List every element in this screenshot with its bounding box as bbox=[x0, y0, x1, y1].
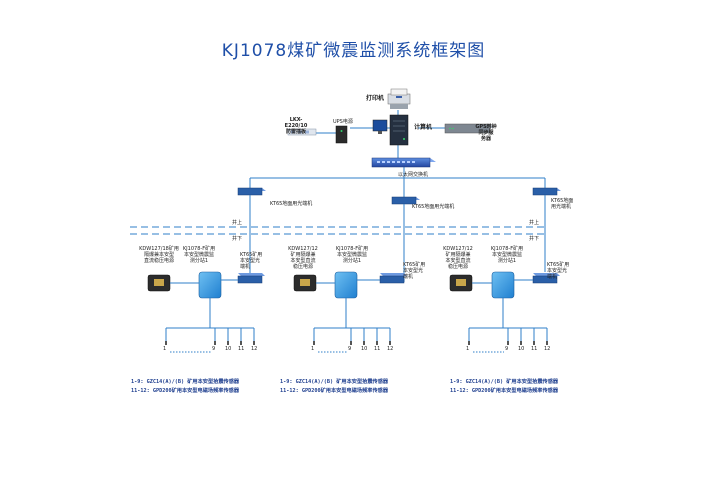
substation-label: KJ1078-F矿用 本安型微震监 测分站1 bbox=[335, 246, 369, 264]
gps-server-label: GPS时钟 同步服 务器 bbox=[475, 124, 497, 142]
computer-label: 计算机 bbox=[414, 124, 433, 131]
lightning-board-icon bbox=[287, 128, 317, 136]
sensor-number-1: 1 bbox=[466, 346, 470, 352]
power-supply-panel bbox=[456, 279, 466, 286]
power-supply-label: KDW127/12 矿用隔爆兼 本安型直流 稳压电源 bbox=[288, 246, 318, 270]
substation-icon bbox=[198, 271, 222, 299]
sensor-number-11: 11 bbox=[238, 346, 245, 352]
legend-em-sensors: 11-12: GPD200矿用本安型电磁场频率传感器 bbox=[131, 388, 240, 394]
legend-seismic-sensors: 1-9: GZC14(A)/(B) 矿用本安型拾震传感器 bbox=[131, 379, 240, 385]
underground-label-right: 井下 bbox=[529, 236, 540, 242]
boundary-lines bbox=[130, 226, 548, 235]
surface-optic-mid-label: KT65地面用光端机 bbox=[412, 204, 455, 210]
ups-icon bbox=[335, 125, 348, 144]
sensor-number-11: 11 bbox=[531, 346, 538, 352]
underground-optic-label: KT65矿用 本安型光 端机 bbox=[547, 262, 570, 280]
printer-icon bbox=[387, 88, 411, 109]
top-links bbox=[249, 110, 546, 197]
surface-label-left: 井上 bbox=[232, 220, 243, 226]
power-supply-label: KDW127/18矿用 隔爆兼本安型 直流稳压电源 bbox=[139, 246, 179, 264]
underground-group-2 bbox=[293, 271, 407, 353]
lightning-board-label: LKX- E220/10 防雷插板 bbox=[284, 117, 308, 135]
legend-seismic-sensors: 1-9: GZC14(A)/(B) 矿用本安型拾震传感器 bbox=[450, 379, 559, 385]
fiber-lines bbox=[249, 195, 546, 282]
ups-label: UPS电源 bbox=[333, 119, 353, 125]
underground-optic-label: KT65矿用 本安型光 端机 bbox=[403, 262, 426, 280]
sensor-number-1: 1 bbox=[311, 346, 315, 352]
surface-optic-right bbox=[532, 187, 561, 196]
underground-group-3 bbox=[449, 271, 560, 353]
underground-optic-icon bbox=[237, 275, 263, 284]
sensor-number-9: 9 bbox=[505, 346, 509, 352]
sensor-number-1: 1 bbox=[163, 346, 167, 352]
sensor-number-12: 12 bbox=[544, 346, 551, 352]
printer-label: 打印机 bbox=[366, 95, 385, 102]
power-supply-panel bbox=[300, 279, 310, 286]
underground-optic-label: KT65矿用 本安型光 端机 bbox=[240, 252, 263, 270]
sensor-number-10: 10 bbox=[518, 346, 525, 352]
underground-groups bbox=[147, 271, 560, 353]
gps-server-icon bbox=[444, 123, 494, 134]
power-supply-panel bbox=[154, 279, 164, 286]
underground-optic-icon bbox=[379, 275, 405, 284]
surface-label-right: 井上 bbox=[529, 220, 540, 226]
underground-label-left: 井下 bbox=[232, 236, 243, 242]
underground-group-1 bbox=[147, 271, 265, 353]
substation-icon bbox=[334, 271, 358, 299]
sensor-number-10: 10 bbox=[361, 346, 368, 352]
surface-optic-mid bbox=[391, 196, 420, 205]
surface-optic-right-label: KT65地面 用光端机 bbox=[551, 198, 574, 210]
server-icon bbox=[389, 114, 409, 146]
surface-optic-left bbox=[237, 187, 266, 196]
legend-seismic-sensors: 1-9: GZC14(A)/(B) 矿用本安型拾震传感器 bbox=[280, 379, 389, 385]
legend-em-sensors: 11-12: GPD200矿用本安型电磁场频率传感器 bbox=[280, 388, 389, 394]
substation-label: KJ1078-F矿用 本安型微震监 测分站1 bbox=[490, 246, 524, 264]
sensor-number-12: 12 bbox=[251, 346, 258, 352]
sensor-number-12: 12 bbox=[387, 346, 394, 352]
legend-em-sensors: 11-12: GPD200矿用本安型电磁场频率传感器 bbox=[450, 388, 559, 394]
sensor-number-9: 9 bbox=[212, 346, 216, 352]
substation-icon bbox=[491, 271, 515, 299]
substation-label: KJ1078-F矿用 本安型微震监 测分站1 bbox=[182, 246, 216, 264]
power-supply-label: KDW127/12 矿用隔爆兼 本安型直流 稳压电源 bbox=[443, 246, 473, 270]
surface-optic-left-label: KT65地面用光端机 bbox=[270, 201, 313, 207]
sensor-number-9: 9 bbox=[348, 346, 352, 352]
ethernet-switch-label: 以太网交换机 bbox=[398, 172, 429, 178]
monitor-icon bbox=[372, 119, 388, 134]
ethernet-switch-icon bbox=[371, 157, 436, 168]
page-title: KJ1078煤矿微震监测系统框架图 bbox=[221, 41, 486, 61]
sensor-number-11: 11 bbox=[374, 346, 381, 352]
sensor-number-10: 10 bbox=[225, 346, 232, 352]
